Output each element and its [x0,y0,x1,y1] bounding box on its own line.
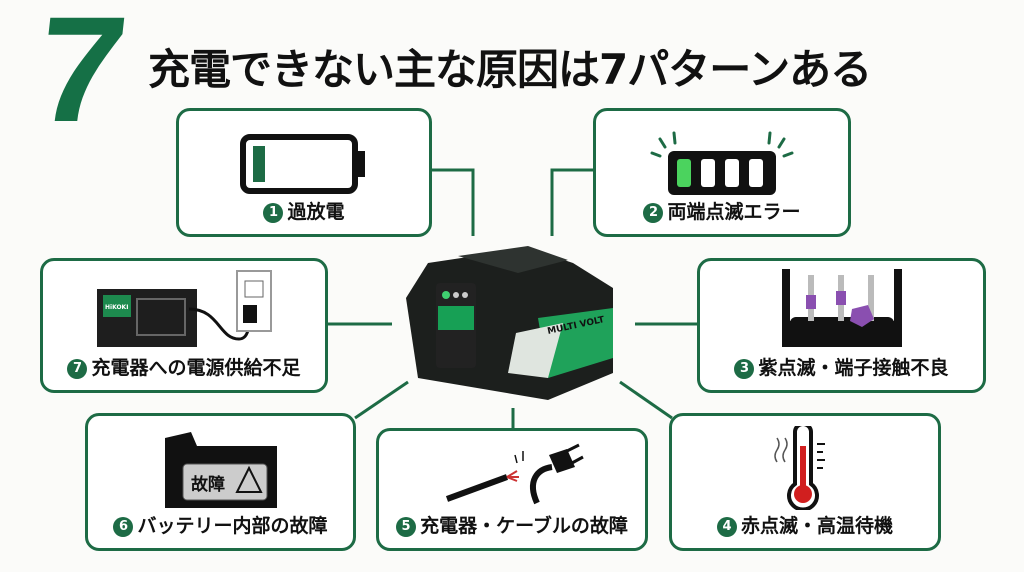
blinking-indicator-icon [650,131,794,195]
cause-number: 4 [716,517,737,537]
charger-brand: HiKOKI [105,304,128,311]
broken-cable-icon [445,443,584,505]
thermometer-icon [774,426,825,510]
battery-pack-image: MULTI VOLT [406,246,613,400]
cause-label: バッテリー内部の故障 [137,515,328,537]
terminal-contact-icon [781,269,902,347]
cause-number: 5 [396,517,417,537]
cause-number: 1 [263,203,284,223]
cause-number: 2 [643,203,664,223]
low-battery-icon [240,134,365,194]
cause-label: 赤点滅・高温待機 [740,515,893,537]
cause-label: 紫点滅・端子接触不良 [758,357,949,379]
page-title: 充電できない主な原因は7パターンある [148,45,872,94]
cause-number: 7 [67,359,88,379]
cause-number: 6 [113,517,134,537]
battery-fault-icon: 故障 [164,432,277,508]
cause-number: 3 [734,359,755,379]
charger-outlet-icon: HiKOKI [97,270,272,347]
fault-badge: 故障 [191,474,225,495]
cause-label: 充電器への電源供給不足 [91,357,301,379]
cause-label: 両端点滅エラー [667,201,801,223]
cause-label: 過放電 [287,201,345,223]
cause-label: 充電器・ケーブルの故障 [420,515,628,537]
